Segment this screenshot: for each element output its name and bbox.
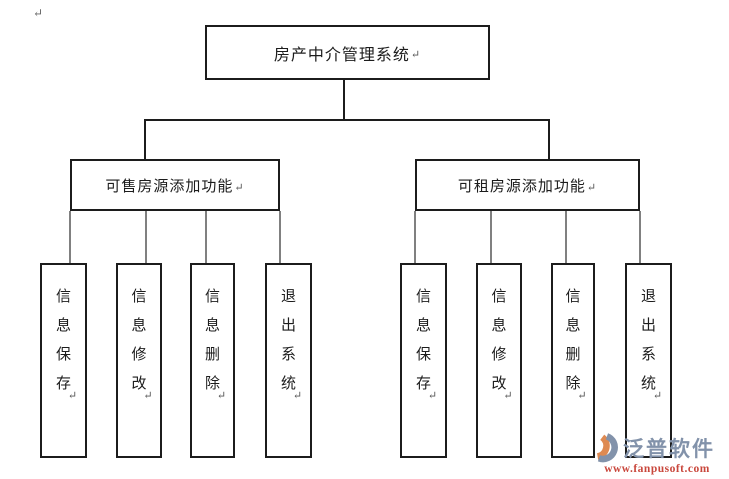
connector-branch-left-drop <box>144 119 146 160</box>
node-branch-sale-label: 可售房源添加功能 <box>105 178 234 195</box>
watermark-brand: 泛普软件 <box>623 438 715 461</box>
return-mark-icon: ↵ <box>143 390 153 402</box>
return-mark-icon: ↵ <box>410 49 422 61</box>
node-leaf-save-right: 信息保存 ↵ <box>400 263 447 458</box>
return-mark-icon: ↵ <box>586 181 598 194</box>
node-leaf-edit-right: 信息修改 ↵ <box>476 263 522 458</box>
return-mark-icon: ↵ <box>234 181 245 194</box>
connector-leaf <box>69 211 71 263</box>
leaf-label: 信息删除 <box>565 289 581 392</box>
leaf-label: 信息删除 <box>204 289 220 392</box>
leaf-label: 信息保存 <box>415 289 431 392</box>
leaf-label: 信息保存 <box>55 289 71 392</box>
return-mark-icon: ↵ <box>503 390 513 402</box>
connector-branch-right-drop <box>548 119 550 160</box>
connector-leaf <box>639 211 641 263</box>
node-root: 房产中介管理系统↵ <box>205 25 490 80</box>
return-mark-icon: ↵ <box>427 390 438 402</box>
connector-leaf <box>145 211 147 263</box>
node-branch-rent: 可租房源添加功能↵ <box>415 159 640 211</box>
node-root-label: 房产中介管理系统 <box>273 46 410 64</box>
connector-leaf <box>205 211 207 263</box>
leaf-label: 信息修改 <box>491 289 507 392</box>
connector-leaf <box>279 211 281 263</box>
node-leaf-save-left: 信息保存 ↵ <box>40 263 87 458</box>
watermark: 泛普软件 www.fanpusoft.com <box>591 433 723 475</box>
watermark-url: www.fanpusoft.com <box>604 463 710 475</box>
return-mark-icon: ↵ <box>216 390 227 402</box>
connector-leaf <box>565 211 567 263</box>
fanpu-logo-icon <box>596 433 618 463</box>
connector-leaf <box>414 211 416 263</box>
connector-branch-bus <box>145 119 550 121</box>
node-branch-sale: 可售房源添加功能↵ <box>70 159 280 211</box>
node-branch-rent-label: 可租房源添加功能 <box>457 178 586 195</box>
return-mark-icon: ↵ <box>33 6 44 20</box>
connector-root-stem <box>343 80 345 120</box>
leaf-label: 信息修改 <box>131 289 147 392</box>
node-leaf-exit-left: 退出系统 ↵ <box>265 263 312 458</box>
connector-leaf <box>490 211 492 263</box>
node-leaf-delete-left: 信息删除 ↵ <box>190 263 235 458</box>
return-mark-icon: ↵ <box>652 390 663 402</box>
return-mark-icon: ↵ <box>67 390 78 402</box>
node-leaf-exit-right: 退出系统 ↵ <box>625 263 672 458</box>
return-mark-icon: ↵ <box>577 390 587 402</box>
watermark-row: 泛普软件 <box>591 433 723 463</box>
node-leaf-edit-left: 信息修改 ↵ <box>116 263 162 458</box>
return-mark-icon: ↵ <box>292 390 303 402</box>
leaf-label: 退出系统 <box>280 289 296 392</box>
node-leaf-delete-right: 信息删除 ↵ <box>551 263 595 458</box>
leaf-label: 退出系统 <box>640 289 656 392</box>
